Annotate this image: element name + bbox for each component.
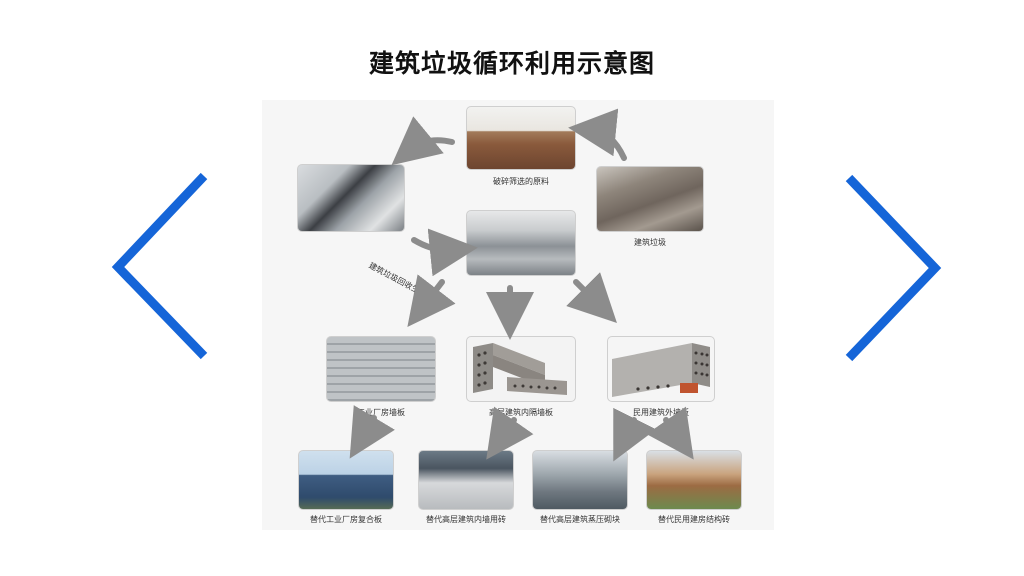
arrows-layer: [349, 108, 694, 462]
recycling-machinery-photo: [297, 164, 405, 232]
highrise-partition-photo: [466, 336, 576, 402]
page-title: 建筑垃圾循环利用示意图: [368, 49, 655, 78]
factory-building-photo: [298, 450, 394, 510]
recycling-diagram: 破碎筛选的原料 建筑垃圾 建筑垃圾回收生产线 工业厂房墙板 高层建筑内隔墙板: [262, 100, 774, 530]
raw-material-caption: 破碎筛选的原料: [493, 177, 549, 186]
arrow-highrise-to-block: [486, 406, 534, 460]
arrow-waste-to-raw: [568, 108, 627, 161]
arrow-raw-to-equipment: [391, 116, 455, 166]
arrow-civil-to-house: [646, 406, 694, 460]
panel-production-photo: [466, 210, 576, 276]
replace-civil-brick-caption: 替代民用建房结构砖: [658, 515, 730, 524]
replace-composite-board-caption: 替代工业厂房复合板: [310, 515, 382, 524]
arrow-equipment-to-production: [411, 228, 478, 277]
crushed-material-photo: [466, 106, 576, 170]
apartment-construction-photo: [532, 450, 628, 510]
civil-wallboard-photo: [607, 336, 715, 402]
house-construction-photo: [646, 450, 742, 510]
arrow-industrial-to-factory: [349, 405, 395, 459]
waste-caption: 建筑垃圾: [634, 238, 666, 247]
worker-laying-blocks-photo: [418, 450, 514, 510]
replace-aerated-block-caption: 替代高层建筑蒸压砌块: [540, 515, 620, 524]
arrow-production-to-industrial: [407, 274, 456, 328]
industrial-wallboard-photo: [326, 336, 436, 402]
chevron-right-icon[interactable]: [843, 170, 943, 365]
demolition-rubble-photo: [596, 166, 704, 232]
arrow-civil-to-apartment: [613, 407, 657, 462]
replace-partition-brick-caption: 替代高层建筑内墙用砖: [426, 515, 506, 524]
arrow-production-to-civil: [566, 272, 617, 323]
chevron-left-icon[interactable]: [110, 170, 210, 365]
